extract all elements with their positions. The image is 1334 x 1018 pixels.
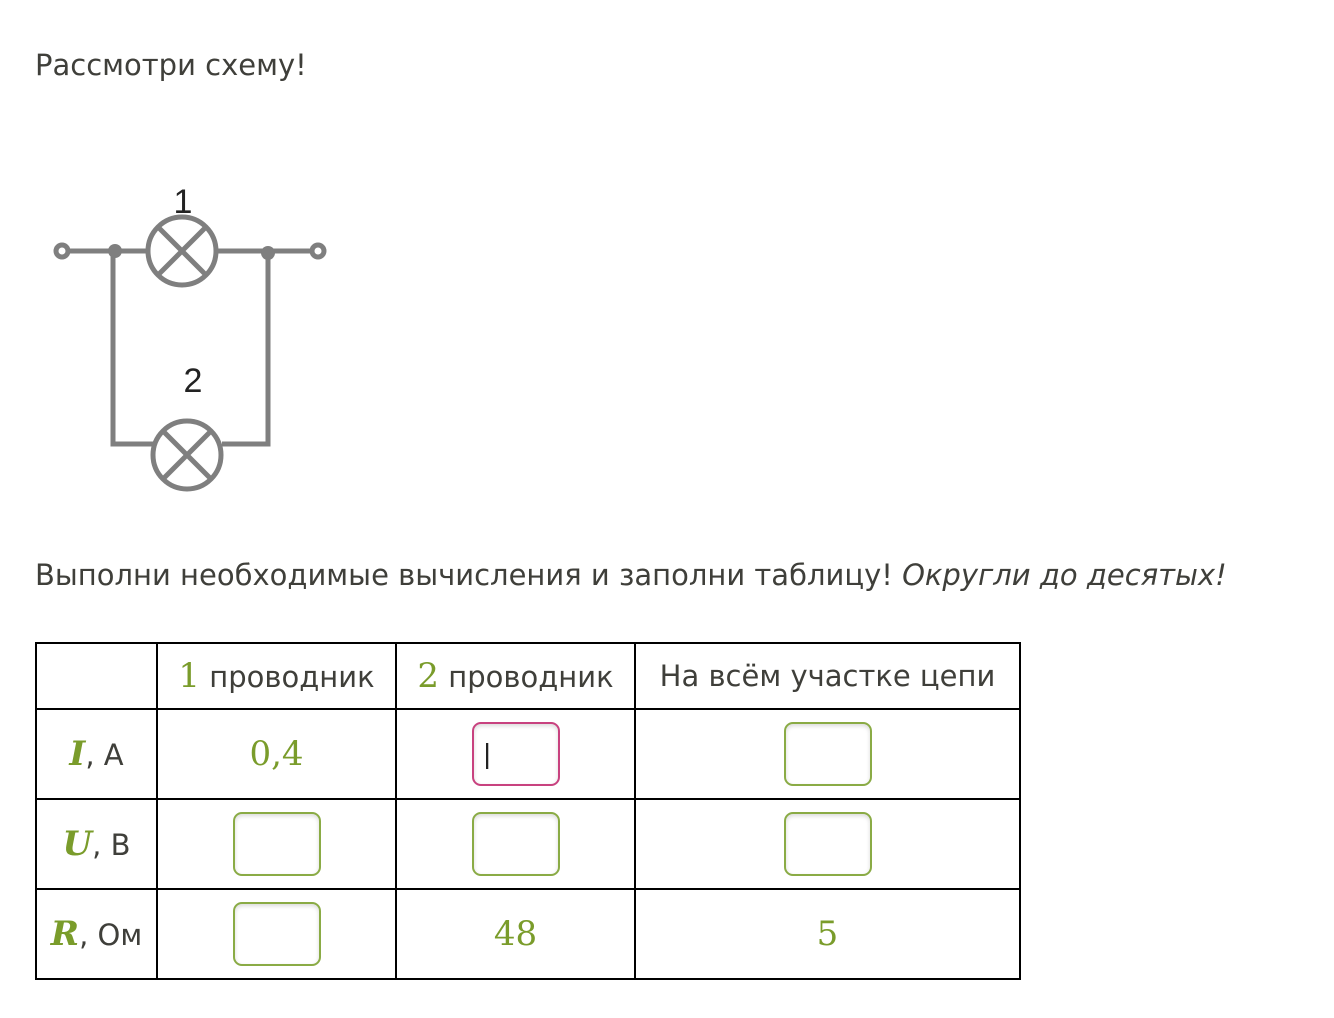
instruction-emphasis: Округли до десятых! bbox=[902, 558, 1227, 592]
header-total: На всём участке цепи bbox=[634, 642, 1021, 710]
lamp-2-label: 2 bbox=[184, 362, 203, 400]
row-label: I, А bbox=[35, 708, 158, 800]
header-conductor-1: 1 проводник bbox=[156, 642, 397, 710]
i-total-input[interactable] bbox=[783, 722, 872, 786]
value-cell: 5 bbox=[634, 888, 1021, 980]
row-label: R, Ом bbox=[35, 888, 158, 980]
r1-input[interactable] bbox=[232, 902, 321, 966]
row-label: U, В bbox=[35, 798, 158, 890]
value-cell: 48 bbox=[395, 888, 636, 980]
instruction-text: Выполни необходимые вычисления и заполни… bbox=[35, 558, 893, 592]
terminal-left-icon bbox=[53, 242, 71, 260]
value-cell: 0,4 bbox=[156, 708, 397, 800]
corner-cell bbox=[35, 642, 158, 710]
intro-text: Рассмотри схему! bbox=[35, 48, 307, 82]
u-total-input[interactable] bbox=[783, 812, 872, 876]
header-conductor-2: 2 проводник bbox=[395, 642, 636, 710]
junction-icon bbox=[108, 244, 122, 258]
junction-icon bbox=[261, 246, 275, 260]
results-table: 1 проводник 2 проводник На всём участке … bbox=[35, 642, 1021, 980]
terminal-right-icon bbox=[309, 242, 327, 260]
instruction: Выполни необходимые вычисления и заполни… bbox=[35, 558, 1227, 592]
table-row: U, В bbox=[35, 798, 1021, 890]
lamp-1-label: 1 bbox=[174, 183, 193, 221]
lamp-1-icon bbox=[145, 214, 219, 288]
lamp-2-icon bbox=[150, 418, 224, 492]
circuit-diagram: 1 2 bbox=[53, 183, 327, 492]
i2-input[interactable] bbox=[471, 722, 560, 786]
u1-input[interactable] bbox=[232, 812, 321, 876]
table-row: R, Ом 48 5 bbox=[35, 888, 1021, 980]
u2-input[interactable] bbox=[471, 812, 560, 876]
table-row: I, А 0,4 bbox=[35, 708, 1021, 800]
